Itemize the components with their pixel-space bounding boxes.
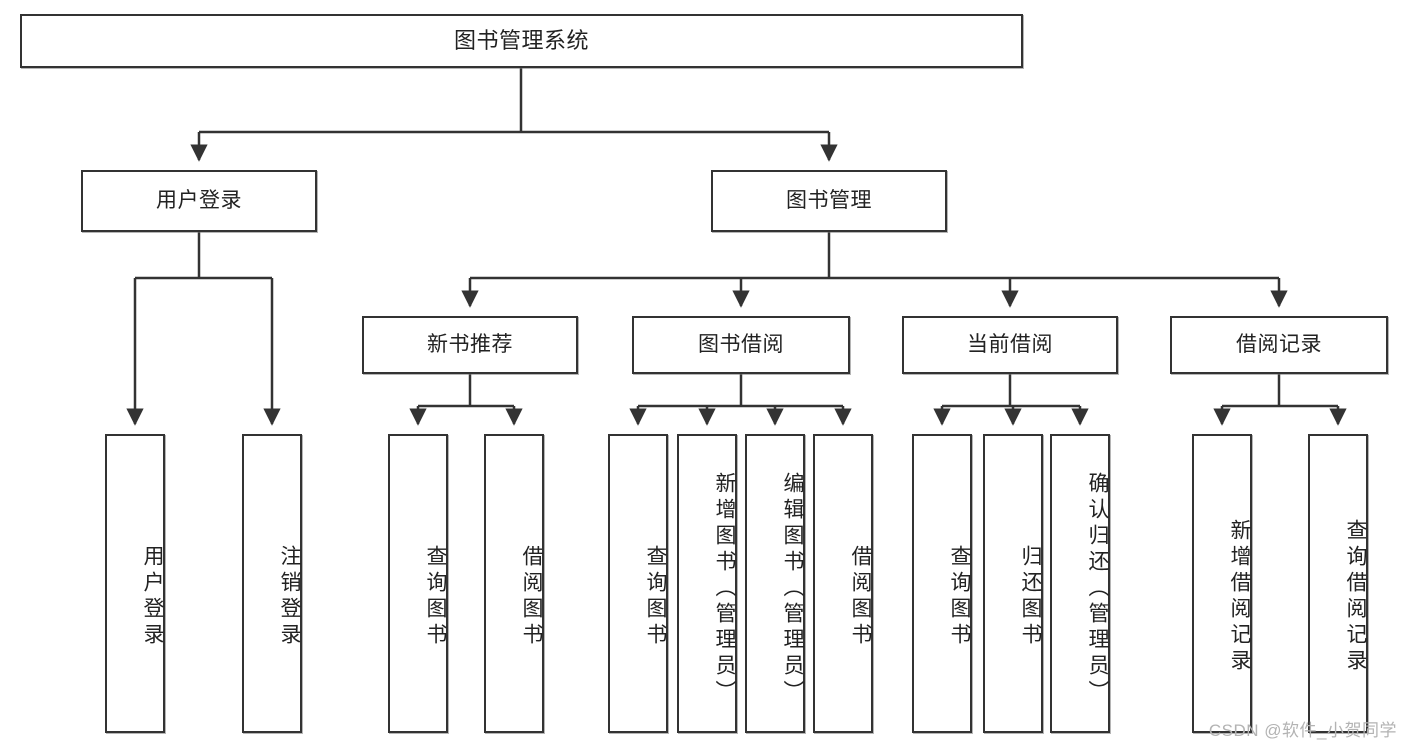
leaf-query-book-recommend[interactable]: 查询图书 xyxy=(388,434,448,733)
leaf-user-login[interactable]: 用户登录 xyxy=(105,434,165,733)
leaf-add-book-admin[interactable]: 新增图书（管理员） xyxy=(677,434,737,733)
node-book-manage[interactable]: 图书管理 xyxy=(711,170,947,232)
leaf-logout-login[interactable]: 注销登录 xyxy=(242,434,302,733)
leaf-return-book[interactable]: 归还图书 xyxy=(983,434,1043,733)
leaf-query-book-current[interactable]: 查询图书 xyxy=(912,434,972,733)
node-new-book-recommend[interactable]: 新书推荐 xyxy=(362,316,578,374)
leaf-query-borrow-record[interactable]: 查询借阅记录 xyxy=(1308,434,1368,733)
node-current-borrow[interactable]: 当前借阅 xyxy=(902,316,1118,374)
node-book-borrow[interactable]: 图书借阅 xyxy=(632,316,850,374)
leaf-borrow-book-borrow[interactable]: 借阅图书 xyxy=(813,434,873,733)
leaf-confirm-return-admin[interactable]: 确认归还（管理员） xyxy=(1050,434,1110,733)
watermark-csdn: CSDN @软件_小贺同学 xyxy=(1208,721,1397,740)
leaf-add-borrow-record[interactable]: 新增借阅记录 xyxy=(1192,434,1252,733)
leaf-edit-book-admin[interactable]: 编辑图书（管理员） xyxy=(745,434,805,733)
node-user-login[interactable]: 用户登录 xyxy=(81,170,317,232)
node-root-system[interactable]: 图书管理系统 xyxy=(20,14,1023,68)
leaf-query-book-borrow[interactable]: 查询图书 xyxy=(608,434,668,733)
node-borrow-record[interactable]: 借阅记录 xyxy=(1170,316,1388,374)
leaf-borrow-book-recommend[interactable]: 借阅图书 xyxy=(484,434,544,733)
